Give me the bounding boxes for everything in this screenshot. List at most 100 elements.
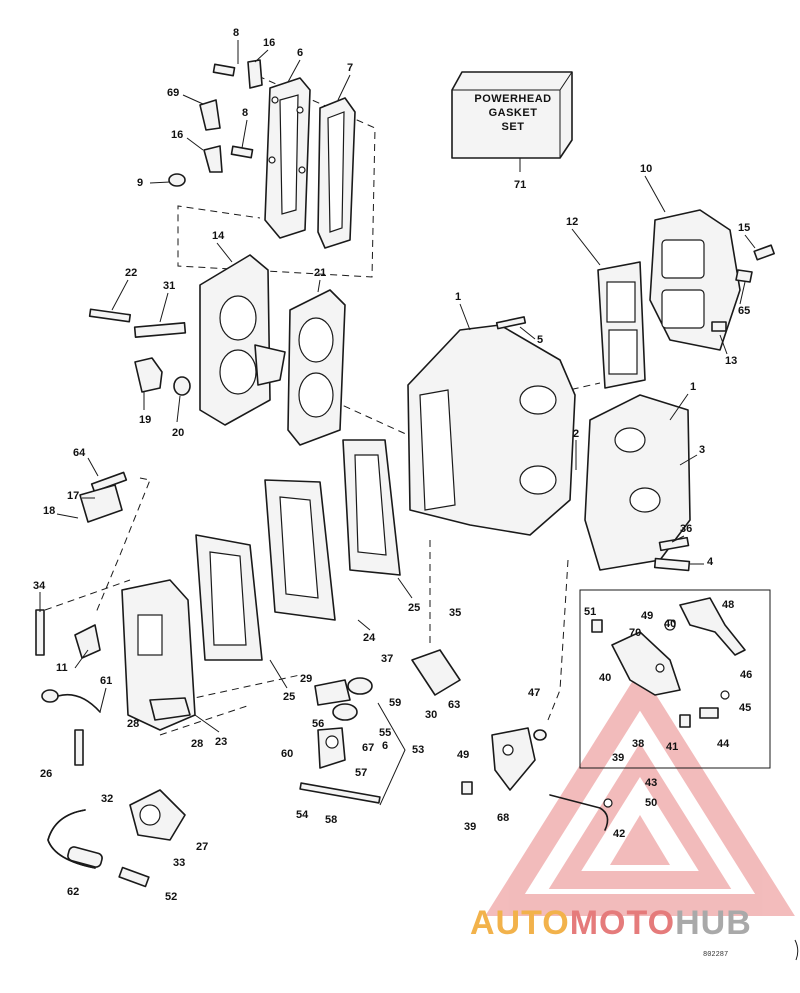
callout-57: 57 bbox=[355, 767, 367, 779]
callout-52: 52 bbox=[165, 891, 177, 903]
callout-7: 7 bbox=[347, 62, 353, 74]
callout-49: 49 bbox=[641, 610, 653, 622]
gasket-set-box: POWERHEAD GASKET SET bbox=[451, 71, 573, 159]
callout-3: 3 bbox=[699, 444, 705, 456]
callout-labels: 8 16 6 7 69 8 16 9 71 10 12 15 14 21 22 … bbox=[33, 27, 752, 903]
head-cover-part bbox=[264, 77, 311, 239]
intake-gasket bbox=[597, 261, 646, 389]
callout-1: 1 bbox=[690, 381, 696, 393]
exhaust-cover bbox=[121, 579, 196, 731]
callout-4: 4 bbox=[707, 556, 714, 568]
cylinder-head-part bbox=[199, 254, 286, 426]
spark-plug-and-bolt bbox=[88, 308, 191, 396]
callout-23: 23 bbox=[215, 736, 227, 748]
watermark-auto: AUTO bbox=[470, 904, 570, 942]
transfer-cover-gasket bbox=[342, 439, 401, 576]
callout-40: 40 bbox=[599, 672, 611, 684]
callout-8: 8 bbox=[242, 107, 248, 119]
callout-58: 58 bbox=[325, 814, 337, 826]
callout-42: 42 bbox=[613, 828, 625, 840]
linkage-group-box bbox=[579, 589, 771, 769]
left-hardware bbox=[35, 471, 128, 766]
callout-6: 6 bbox=[297, 47, 303, 59]
callout-10: 10 bbox=[640, 163, 652, 175]
edge-mark bbox=[794, 939, 799, 961]
callout-39: 39 bbox=[612, 752, 624, 764]
callout-31: 31 bbox=[163, 280, 175, 292]
callout-12: 12 bbox=[566, 216, 578, 228]
callout-21: 21 bbox=[314, 267, 326, 279]
drawing-number: 802287 bbox=[703, 951, 729, 959]
callout-28: 28 bbox=[127, 718, 139, 730]
throttle-linkage bbox=[591, 597, 746, 728]
callout-59: 59 bbox=[389, 697, 401, 709]
callout-34: 34 bbox=[33, 580, 46, 592]
callout-65: 65 bbox=[738, 305, 750, 317]
callout-70: 70 bbox=[629, 627, 641, 639]
callout-60: 60 bbox=[281, 748, 293, 760]
head-gasket bbox=[287, 289, 346, 446]
switch-assembly bbox=[299, 649, 461, 804]
callout-62: 62 bbox=[67, 886, 79, 898]
callout-1: 1 bbox=[455, 291, 461, 303]
callout-36: 36 bbox=[680, 523, 692, 535]
callout-63: 63 bbox=[448, 699, 460, 711]
callout-15: 15 bbox=[738, 222, 750, 234]
callout-64: 64 bbox=[73, 447, 86, 459]
callout-33: 33 bbox=[173, 857, 185, 869]
intake-manifold bbox=[649, 209, 741, 351]
callout-9: 9 bbox=[137, 177, 143, 189]
callout-38: 38 bbox=[632, 738, 644, 750]
callout-35: 35 bbox=[449, 607, 461, 619]
callout-55: 55 bbox=[379, 727, 391, 739]
automotohub-watermark: AUTOMOTOHUB bbox=[470, 904, 752, 943]
callout-69: 69 bbox=[167, 87, 179, 99]
callout-56: 56 bbox=[312, 718, 324, 730]
callout-71: 71 bbox=[514, 179, 526, 191]
callout-8: 8 bbox=[233, 27, 239, 39]
callout-32: 32 bbox=[101, 793, 113, 805]
callout-16: 16 bbox=[171, 129, 183, 141]
linkage-bracket bbox=[461, 727, 613, 831]
head-cover-gasket bbox=[317, 97, 356, 249]
exhaust-cover-gasket bbox=[195, 534, 263, 661]
watermark-hub: HUB bbox=[675, 904, 752, 942]
callout-leaders bbox=[39, 40, 756, 733]
callout-11: 11 bbox=[56, 662, 68, 674]
callout-24: 24 bbox=[363, 632, 376, 644]
callout-25: 25 bbox=[283, 691, 295, 703]
gasket-set-label-line-3: SET bbox=[502, 121, 525, 133]
callout-25: 25 bbox=[408, 602, 420, 614]
callout-5: 5 bbox=[537, 334, 543, 346]
callout-14: 14 bbox=[212, 230, 225, 242]
callout-18: 18 bbox=[43, 505, 55, 517]
callout-41: 41 bbox=[666, 741, 678, 753]
callout-22: 22 bbox=[125, 267, 137, 279]
watermark-moto: MOTO bbox=[569, 904, 676, 942]
callout-68: 68 bbox=[497, 812, 509, 824]
manifold-hardware bbox=[711, 244, 775, 332]
callout-49: 49 bbox=[457, 749, 469, 761]
callout-30: 30 bbox=[425, 709, 437, 721]
water-fitting bbox=[118, 789, 186, 888]
callout-19: 19 bbox=[139, 414, 151, 426]
callout-6: 6 bbox=[382, 740, 388, 752]
callout-45: 45 bbox=[739, 702, 751, 714]
callout-17: 17 bbox=[67, 490, 79, 502]
callout-40: 40 bbox=[664, 618, 676, 630]
callout-37: 37 bbox=[381, 653, 393, 665]
callout-28: 28 bbox=[191, 738, 203, 750]
warning-triangle-logo bbox=[485, 669, 795, 916]
callout-16: 16 bbox=[263, 37, 275, 49]
callout-44: 44 bbox=[717, 738, 730, 750]
top-left-hardware bbox=[168, 59, 263, 187]
callout-61: 61 bbox=[100, 675, 112, 687]
callout-46: 46 bbox=[740, 669, 752, 681]
water-hose bbox=[47, 809, 103, 869]
callout-27: 27 bbox=[196, 841, 208, 853]
callout-2: 2 bbox=[573, 428, 579, 440]
callout-43: 43 bbox=[645, 777, 657, 789]
callout-67: 67 bbox=[362, 742, 374, 754]
